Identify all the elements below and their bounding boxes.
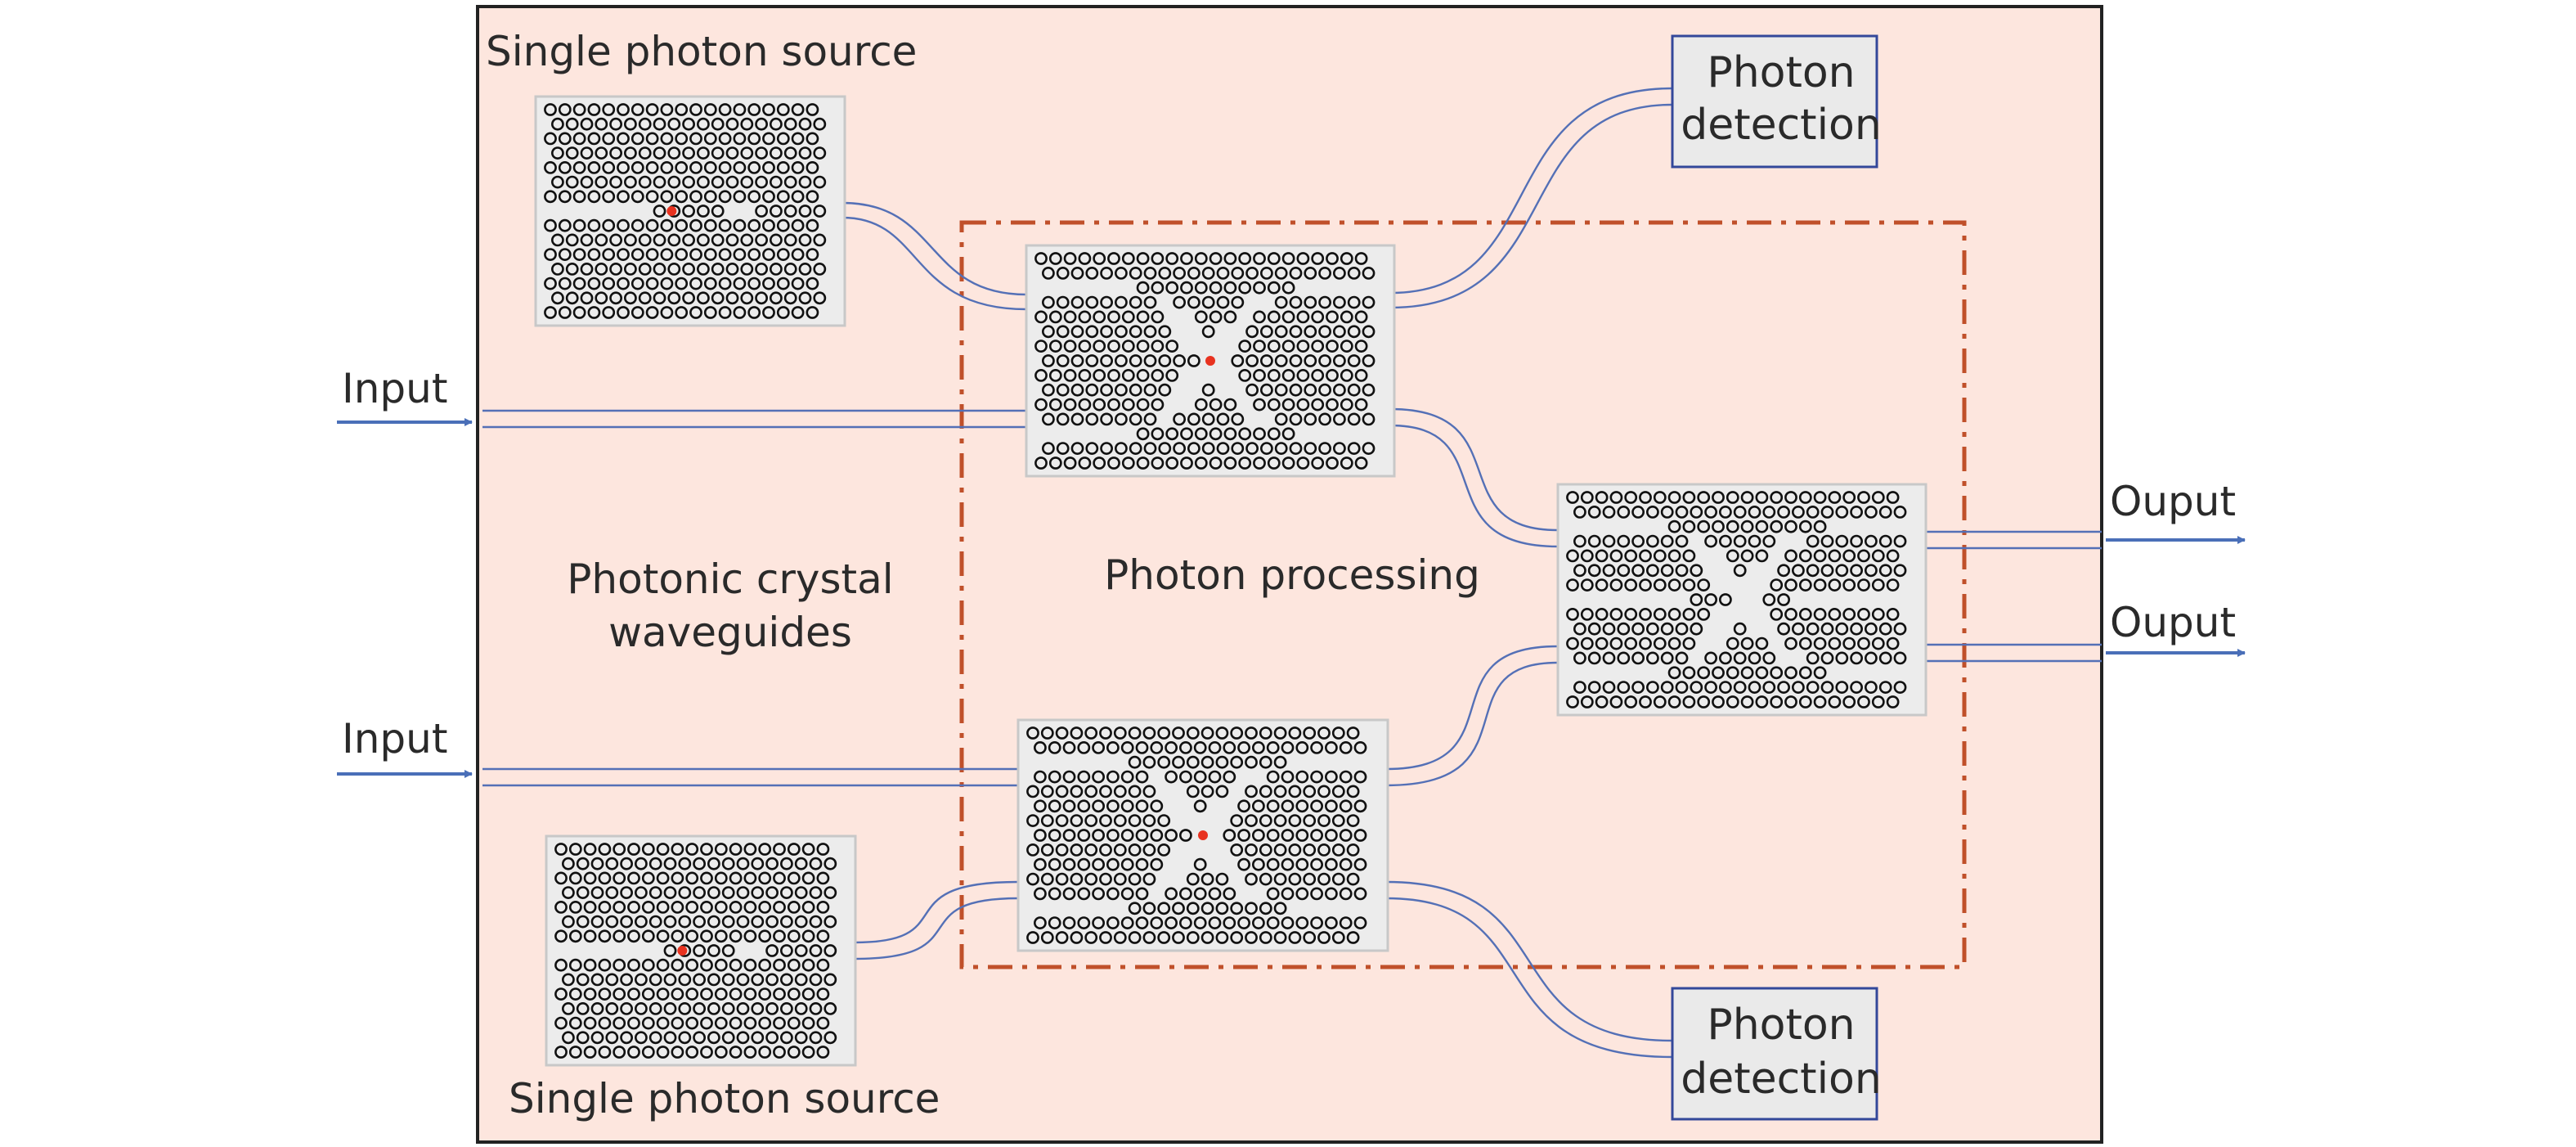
quantum-dot (1205, 356, 1215, 366)
waveguide-detection-top (1389, 87, 1673, 295)
waveguide-detection-top (1389, 103, 1673, 309)
photon-detection-box-bottom (1671, 987, 1878, 1121)
waveguide-detection-bottom (1385, 880, 1673, 1042)
photonic-crystal-chips (534, 95, 1928, 1067)
photon-detection-bottom-line1: Photon (1707, 1001, 1855, 1050)
processing-chip-bottom (1016, 718, 1389, 952)
processing-chip-top (1025, 244, 1396, 478)
quantum-dot (1198, 830, 1208, 840)
source-chip-top (534, 95, 846, 327)
label-output-bottom: Ouput (2110, 599, 2236, 646)
waveguide-cross-bottom-to-right (1385, 645, 1559, 771)
label-single-photon-source-top: Single photon source (486, 28, 917, 75)
photon-detection-top-line2: detection (1681, 101, 1882, 150)
label-single-photon-source-bottom: Single photon source (509, 1075, 940, 1122)
label-input-top: Input (342, 365, 447, 412)
waveguide-source-bottom (854, 897, 1019, 960)
label-output-top: Ouput (2110, 478, 2236, 525)
label-photon-processing: Photon processing (1104, 551, 1480, 599)
waveguide-source-top (841, 201, 1027, 296)
waveguide-cross-bottom-to-right (1385, 661, 1559, 787)
waveguide-cross-top-to-right (1389, 407, 1559, 532)
photon-detection-bottom-line2: detection (1681, 1055, 1882, 1104)
label-photonic-crystal-line2: waveguides (608, 609, 852, 656)
label-photonic-crystal-line1: Photonic crystal (567, 556, 893, 603)
waveguide-source-top (841, 216, 1027, 311)
label-input-bottom: Input (342, 715, 447, 762)
photon-detection-box-top (1671, 34, 1878, 169)
waveguide-cross-top-to-right (1389, 424, 1559, 548)
waveguide-source-bottom (854, 880, 1019, 944)
quantum-dot (666, 206, 677, 216)
quantum-dot (677, 946, 688, 956)
waveguides (482, 87, 2102, 1059)
photon-detection-top-line1: Photon (1707, 48, 1855, 97)
waveguide-detection-bottom (1385, 897, 1673, 1059)
source-chip-bottom (545, 834, 857, 1067)
processing-region-border (959, 220, 1967, 969)
processing-chip-right (1556, 483, 1928, 717)
